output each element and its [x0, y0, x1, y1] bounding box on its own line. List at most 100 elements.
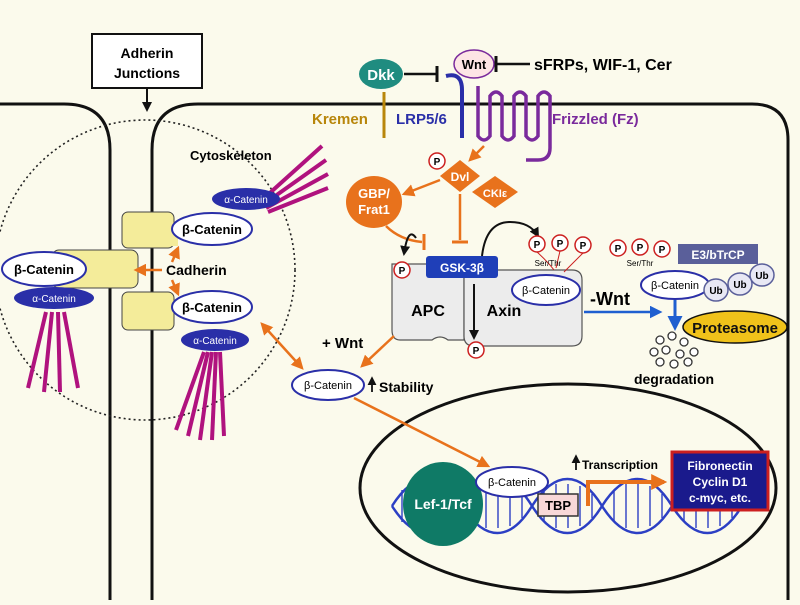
stability-label: Stability	[379, 379, 434, 395]
axin-label: Axin	[487, 303, 522, 320]
wnt-node	[453, 49, 495, 79]
adherin-label-line1: Adherin	[121, 45, 174, 61]
dkk-label: Dkk	[367, 67, 395, 84]
beta-catenin-free	[291, 369, 365, 401]
ub-phospho-3: P	[659, 245, 666, 256]
degradation-fragments	[649, 331, 699, 369]
alpha-catenin-left	[14, 287, 94, 309]
left-cell-filaments	[26, 311, 80, 393]
beta-catenin-junction-top	[171, 212, 253, 246]
complex-phospho-1: P	[534, 240, 541, 251]
complex-phospho-group	[528, 234, 592, 273]
ub-1	[703, 278, 729, 302]
cytoskeleton-label: Cytoskeleton	[190, 148, 272, 163]
proteasome-label: Proteasome	[692, 320, 778, 337]
ub-phospho-group	[609, 238, 671, 258]
beta-catenin-free-label: β-Catenin	[304, 380, 352, 392]
gbp-label-line2: Frat1	[358, 202, 390, 217]
cadherin-arrow-up	[168, 245, 180, 263]
beta-catenin-ubiquitinated-label: β-Catenin	[651, 280, 699, 292]
lrp-receptor	[445, 73, 464, 138]
cell-membrane-left	[0, 102, 112, 600]
adherin-label-line2: Junctions	[114, 65, 180, 81]
frizzled-receptor	[476, 86, 552, 162]
frizzled-to-dvl-arrow	[468, 145, 485, 162]
plus-wnt-arrow	[360, 335, 395, 368]
e3-btrcp-label: E3/bTrCP	[691, 248, 744, 262]
apc-label: APC	[411, 303, 445, 320]
beta-catenin-junction-bottom	[171, 290, 253, 324]
ub-phospho-2: P	[637, 243, 644, 254]
beta-catenin-nuclear-label: β-Catenin	[488, 477, 536, 489]
alpha-catenin-top	[212, 188, 280, 210]
dvl-to-gbp-arrow	[401, 178, 441, 197]
frizzled-label: Frizzled (Fz)	[552, 111, 639, 128]
inhibitors-label: sFRPs, WIF-1, Cer	[534, 57, 672, 74]
dkk-node	[359, 59, 403, 89]
ub-1-label: Ub	[709, 286, 722, 297]
dvl-phospho	[428, 152, 446, 170]
gsk-phospho	[393, 261, 411, 279]
plus-wnt-label: + Wnt	[322, 335, 363, 352]
alpha-catenin-bottom	[181, 329, 249, 351]
gbp-to-phospho-arrow	[400, 233, 417, 256]
target-gene-2: Cyclin D1	[693, 475, 748, 489]
tbp-label: TBP	[545, 498, 571, 513]
beta-catenin-junction-bottom-label: β-Catenin	[182, 300, 242, 315]
alpha-catenin-left-label: α-Catenin	[32, 294, 76, 305]
ckie-node	[472, 176, 518, 208]
degradation-label: degradation	[634, 371, 714, 387]
ub-2-label: Ub	[733, 280, 746, 291]
cadherin-arrow-down	[168, 279, 180, 297]
ub-phospho-1: P	[615, 244, 622, 255]
junction-dotted-circle	[0, 119, 296, 421]
beta-catenin-complex	[511, 274, 581, 306]
apc-block	[391, 263, 465, 341]
cadherin-lower	[121, 291, 175, 331]
complex-phospho-3: P	[580, 241, 587, 252]
gsk-to-beta-arrow	[481, 220, 539, 257]
alpha-catenin-bottom-label: α-Catenin	[193, 336, 237, 347]
target-gene-1: Fibronectin	[687, 459, 752, 473]
gbp-label-line1: GBP/	[358, 186, 390, 201]
cadherin-upper	[121, 211, 178, 249]
minus-wnt-label: -Wnt	[590, 289, 630, 309]
lef-tcf-node	[403, 462, 483, 546]
gsk-lower-phospho-label: P	[473, 346, 480, 357]
kremen-label: Kremen	[312, 111, 368, 128]
wnt-label: Wnt	[462, 57, 487, 72]
gsk3b-node	[426, 256, 498, 278]
ub-ser-thr: Ser/Thr	[627, 259, 654, 268]
beta-catenin-junction-top-label: β-Catenin	[182, 222, 242, 237]
dvl-node	[440, 160, 480, 192]
e3-btrcp-box	[678, 244, 758, 264]
gsk-lower-phospho	[467, 341, 485, 359]
lrp-label: LRP5/6	[396, 111, 447, 128]
beta-catenin-nuclear	[475, 466, 549, 498]
dvl-label: Dvl	[451, 170, 470, 184]
beta-catenin-junction-left-label: β-Catenin	[14, 262, 74, 277]
proteasome-node	[682, 310, 788, 344]
dvl-phospho-label: P	[434, 157, 441, 168]
junction-filaments-lower	[174, 351, 226, 441]
cell-membrane-main	[150, 102, 790, 600]
beta-catenin-junction-left	[1, 251, 87, 287]
ub-3-label: Ub	[755, 271, 768, 282]
gbp-frat1-node	[346, 176, 402, 228]
lef-tcf-label: Lef-1/Tcf	[414, 496, 472, 512]
alpha-catenin-top-label: α-Catenin	[224, 195, 268, 206]
complex-phospho-2: P	[557, 239, 564, 250]
ckie-label: CKIε	[483, 188, 508, 200]
gsk-phospho-label: P	[399, 266, 406, 277]
gsk3b-label: GSK-3β	[440, 261, 484, 275]
ub-2	[727, 272, 753, 296]
ub-3	[749, 263, 775, 287]
tbp-node	[537, 493, 579, 517]
complex-ser-thr: Ser/Thr	[535, 259, 562, 268]
transcription-label: Transcription	[582, 458, 658, 472]
junction-beta-exchange-arrow	[260, 322, 304, 370]
target-gene-3: c-myc, etc.	[689, 491, 751, 505]
target-genes-box	[670, 450, 770, 512]
